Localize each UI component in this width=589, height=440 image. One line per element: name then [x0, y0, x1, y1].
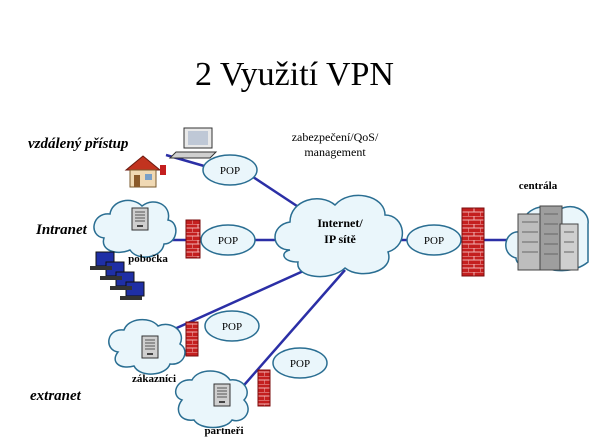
firewall-customers-icon — [185, 321, 199, 357]
hq-cloud: centrála — [505, 180, 589, 272]
pc-stack-icon — [90, 251, 145, 300]
page-title: 2 Využití VPN — [194, 56, 394, 93]
security-note: zabezpečení/QoS/ management — [280, 130, 390, 160]
customers-cloud: zákazníci — [108, 318, 186, 385]
pop-customers-label: POP — [222, 321, 242, 333]
extranet-label: extranet — [30, 388, 81, 404]
internet-label-1: Internet/ — [317, 216, 363, 230]
partners-label: partneři — [204, 425, 243, 437]
firewall-hq-icon — [461, 207, 485, 277]
pop-intranet-label: POP — [218, 235, 238, 247]
branch-label: pobočka — [128, 253, 168, 265]
customers-label: zákazníci — [132, 373, 176, 385]
hq-label: centrála — [519, 180, 558, 192]
customers-server-icon — [141, 335, 159, 359]
pop-remote-label: POP — [220, 165, 240, 177]
pop-hq: POP — [406, 224, 462, 256]
firewall-partners-icon — [257, 369, 271, 407]
laptop-icon — [168, 127, 218, 159]
link-popa-internet — [249, 173, 301, 210]
partners-server-icon — [213, 383, 231, 407]
internet-cloud: Internet/ IP sítě — [274, 194, 404, 278]
building-icon — [517, 205, 579, 271]
link-partners-internet — [237, 269, 346, 393]
security-note-line-2: management — [304, 145, 366, 159]
internet-label-2: IP sítě — [324, 232, 356, 246]
pop-customers: POP — [204, 310, 260, 342]
pop-hq-label: POP — [424, 235, 444, 247]
pop-remote: POP — [202, 154, 258, 186]
partners-cloud: partneři — [174, 370, 249, 437]
branch-server-icon — [131, 207, 149, 231]
security-note-line-1: zabezpečení/QoS/ — [291, 130, 379, 144]
pop-partners: POP — [272, 347, 328, 379]
intranet-label: Intranet — [36, 222, 87, 238]
intranet-cloud: pobočka — [93, 199, 177, 265]
firewall-intranet-icon — [185, 219, 201, 259]
pop-partners-label: POP — [290, 358, 310, 370]
remote-access-label: vzdálený přístup — [28, 136, 129, 152]
house-icon — [124, 155, 166, 188]
pop-intranet: POP — [200, 224, 256, 256]
